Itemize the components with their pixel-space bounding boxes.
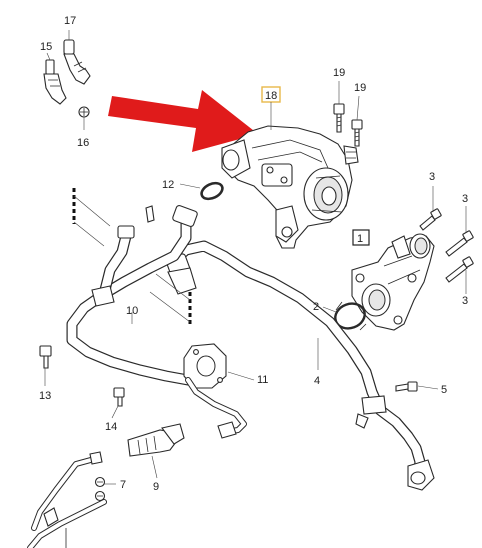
part-4-pipe bbox=[165, 240, 435, 491]
leader-lines bbox=[44, 30, 467, 485]
callout-19-a: 19 bbox=[333, 67, 345, 79]
part-lower-pipe bbox=[185, 377, 247, 439]
callout-numbers: 17 15 16 18 19 19 12 3 3 3 1 2 4 5 10 11… bbox=[39, 15, 468, 493]
part-3-bolt-c bbox=[445, 256, 474, 283]
part-3-bolt-b bbox=[445, 230, 474, 257]
part-19-bolt-a bbox=[333, 103, 345, 133]
callout-3-a: 3 bbox=[429, 171, 435, 183]
callout-10: 10 bbox=[126, 305, 138, 317]
part-12-o-ring bbox=[200, 181, 224, 201]
callout-15: 15 bbox=[40, 41, 52, 53]
connection-lines bbox=[72, 188, 192, 326]
callout-box-1 bbox=[352, 229, 370, 246]
callout-19-b: 19 bbox=[354, 82, 366, 94]
part-5-bolt bbox=[395, 381, 418, 392]
part-19-bolt-b bbox=[351, 119, 363, 147]
part-18-housing bbox=[221, 125, 359, 249]
part-lower-left-pipes bbox=[27, 451, 107, 548]
part-17-sensor bbox=[63, 39, 91, 85]
part-13-bolt bbox=[39, 345, 52, 369]
callout-3-b: 3 bbox=[462, 193, 468, 205]
callout-17: 17 bbox=[64, 15, 76, 27]
callout-7: 7 bbox=[120, 479, 126, 491]
part-10-hose bbox=[66, 205, 198, 386]
part-16-clip bbox=[78, 106, 90, 118]
callout-4: 4 bbox=[314, 375, 320, 387]
part-15-connector bbox=[43, 59, 67, 105]
callout-13: 13 bbox=[39, 390, 51, 402]
part-7-clip bbox=[94, 476, 106, 502]
part-11-gasket bbox=[183, 343, 227, 389]
part-9-sensor bbox=[127, 423, 185, 457]
callout-16: 16 bbox=[77, 137, 89, 149]
red-arrow bbox=[108, 90, 258, 152]
callout-1: 1 bbox=[357, 233, 363, 245]
callout-12: 12 bbox=[162, 179, 174, 191]
callout-14: 14 bbox=[105, 421, 117, 433]
callout-18: 18 bbox=[265, 90, 277, 102]
callout-9: 9 bbox=[153, 481, 159, 493]
callout-3-c: 3 bbox=[462, 295, 468, 307]
part-1-thermostat-housing bbox=[351, 233, 435, 331]
callout-11: 11 bbox=[257, 374, 268, 386]
part-14-bolt bbox=[113, 387, 125, 407]
part-3-bolt-a bbox=[419, 208, 442, 231]
callout-2: 2 bbox=[313, 301, 319, 313]
callout-5: 5 bbox=[441, 384, 447, 396]
